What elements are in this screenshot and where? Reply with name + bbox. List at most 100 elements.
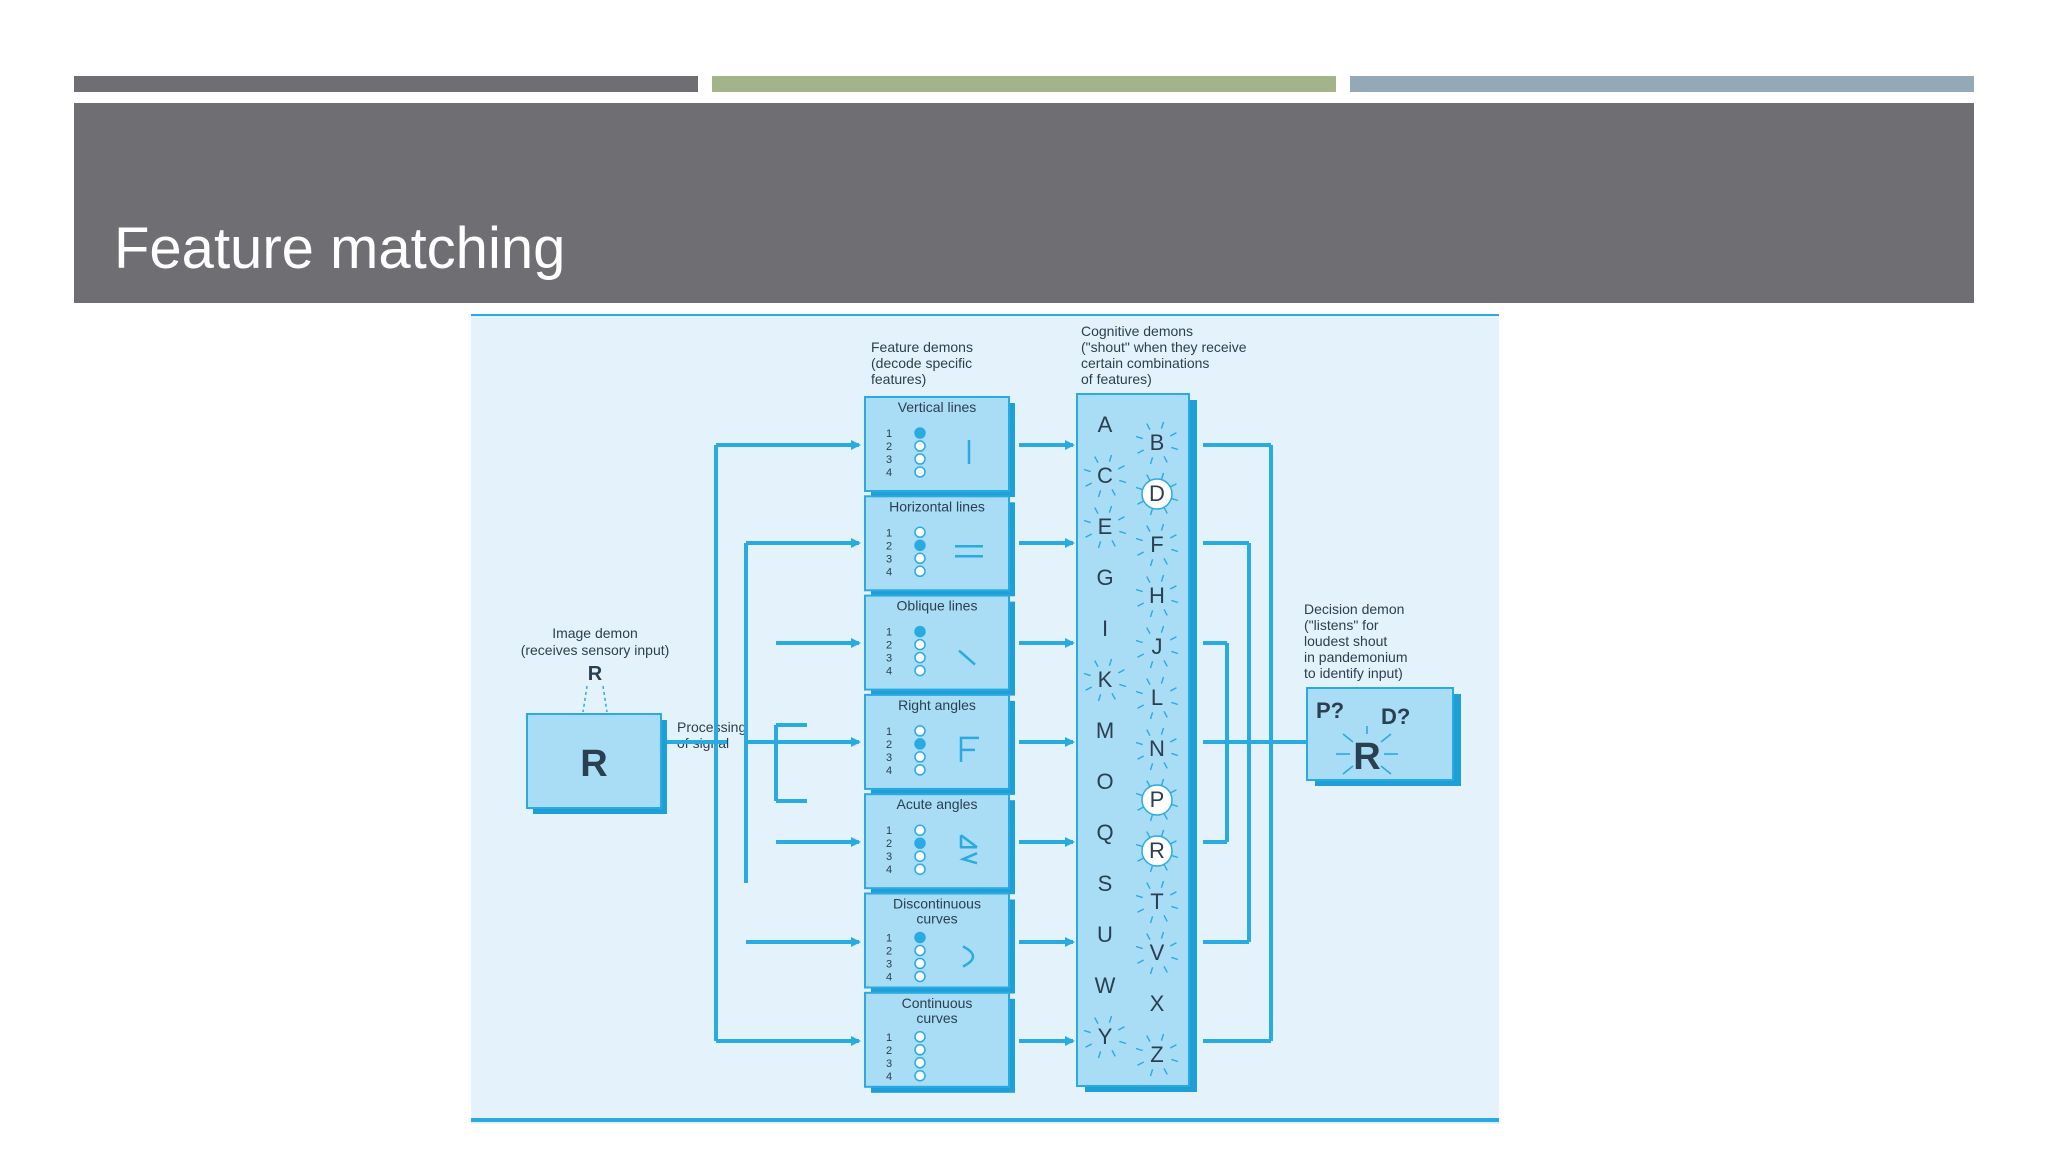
shout-ray (1160, 421, 1165, 429)
cognitive-letter-b: B (1135, 421, 1179, 465)
shout-ray (1146, 1035, 1151, 1043)
right-angle-glyph (959, 736, 979, 762)
feature-box-title: Continuous (902, 995, 973, 1011)
slide-title: Feature matching (114, 216, 566, 281)
shout-ray (1163, 761, 1168, 769)
shout-ray (1097, 1051, 1102, 1059)
shout-ray (1111, 539, 1116, 547)
cognitive-letter: K (1098, 667, 1113, 692)
cognitive-letter-f: F (1135, 523, 1179, 567)
cognitive-demons-subheading-2: certain combinations (1081, 355, 1209, 371)
cognitive-letter: X (1150, 991, 1165, 1016)
cognitive-letter-p: P (1135, 778, 1179, 822)
shout-ray (1137, 857, 1145, 862)
cognitive-letter: T (1150, 889, 1163, 914)
feature-active-indicator (914, 931, 926, 944)
feature-row-number: 3 (886, 1058, 892, 1070)
feature-row-number: 1 (886, 933, 892, 945)
shout-ray (1169, 1044, 1177, 1049)
decision-demon-box (1306, 687, 1454, 781)
shout-ray (1149, 508, 1154, 516)
shout-ray (1137, 959, 1145, 964)
shout-ray (1085, 1043, 1093, 1048)
shout-ray (1111, 488, 1116, 496)
cognitive-letter: L (1151, 685, 1163, 710)
shout-ray (1169, 585, 1177, 590)
image-demon-small-letter: R (588, 663, 603, 685)
feature-row-number: 1 (886, 726, 892, 738)
cognitive-letter-d: D (1135, 472, 1179, 516)
shout-ray (1160, 1033, 1165, 1041)
feature-box-title: Vertical lines (898, 399, 977, 415)
shout-ray (1163, 557, 1168, 565)
shout-ray (1111, 692, 1116, 700)
cognitive-letter-j: J (1135, 625, 1179, 669)
cognitive-letter: P (1150, 787, 1165, 812)
input-connectors (667, 445, 807, 1041)
cognitive-letter-u: U (1097, 922, 1113, 947)
cognitive-letter-c: C (1083, 454, 1127, 498)
shout-ray (1083, 519, 1091, 524)
shout-ray (1085, 533, 1093, 538)
shout-ray (1137, 551, 1145, 556)
decision-demon-subheading-3: in pandemonium (1304, 649, 1408, 665)
shout-ray (1137, 602, 1145, 607)
shout-ray (1135, 843, 1143, 848)
feature-inactive-indicator (914, 552, 926, 565)
shout-ray (1137, 449, 1145, 454)
feature-demons-subheading-2: features) (871, 371, 926, 387)
curve-glyph (962, 945, 975, 968)
shout-ray (1083, 468, 1091, 473)
cognitive-letter-o: O (1096, 769, 1113, 794)
feature-inactive-indicator (914, 638, 926, 651)
cognitive-letter: Y (1098, 1024, 1113, 1049)
shout-ray (1163, 914, 1168, 922)
image-demon-dash-left (582, 685, 588, 713)
shout-ray (1097, 541, 1102, 549)
shout-ray (1169, 483, 1177, 488)
cognitive-letter: Q (1096, 820, 1113, 845)
shout-ray (1146, 729, 1151, 737)
shout-ray (1137, 500, 1145, 505)
cognitive-letter: V (1150, 940, 1165, 965)
image-demon-dash-right (602, 685, 608, 713)
shout-ray (1137, 1061, 1145, 1066)
cognitive-letter-e: E (1083, 505, 1127, 549)
feature-row-number: 2 (886, 540, 892, 552)
cognitive-letter-v: V (1135, 931, 1179, 975)
shout-ray (1108, 454, 1113, 462)
feature-box-frame (864, 892, 1010, 989)
feature-inactive-indicator (914, 863, 926, 875)
cognitive-letter: B (1150, 430, 1165, 455)
shout-ray (1160, 472, 1165, 480)
feature-row-number: 4 (886, 666, 892, 678)
shout-ray (1108, 505, 1113, 513)
shout-ray (1149, 1069, 1154, 1077)
feature-inactive-indicator (914, 664, 926, 677)
feature-active-indicator (914, 837, 926, 849)
shout-ray (1160, 880, 1165, 888)
decision-shout-rays (1336, 726, 1398, 775)
letter-highlight-circle (1141, 478, 1173, 510)
feature-active-indicator (914, 625, 926, 638)
feature-box-title: Oblique lines (897, 598, 978, 614)
feature-inactive-indicator (914, 1057, 926, 1069)
shout-ray (1169, 687, 1177, 692)
decision-result-letter: R (1353, 736, 1380, 778)
cognitive-demons-subheading-3: of features) (1081, 371, 1152, 387)
feature-inactive-indicator (914, 526, 926, 539)
title-band: Feature matching (74, 103, 1974, 303)
oblique-line-glyph (958, 649, 976, 666)
feature-row-number: 2 (886, 946, 892, 958)
shout-ray (1160, 778, 1165, 786)
shout-ray (1169, 636, 1177, 641)
shout-ray (1083, 672, 1091, 677)
shout-ray (1169, 789, 1177, 794)
shout-ray (1149, 610, 1154, 618)
feature-row-number: 3 (886, 454, 892, 466)
shout-ray (1137, 755, 1145, 760)
cognitive-letter: S (1098, 871, 1113, 896)
cognitive-letter-l: L (1135, 676, 1179, 720)
